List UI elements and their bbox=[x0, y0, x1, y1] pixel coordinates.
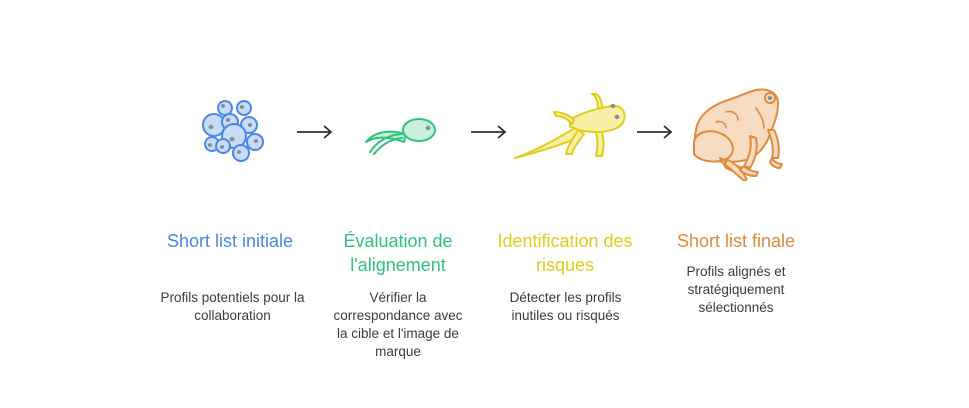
arrow-right-icon bbox=[471, 125, 507, 139]
step-description: Détecter les profils inutiles ou risqués bbox=[509, 290, 622, 323]
step-title: Short list finale bbox=[676, 231, 796, 251]
step-title: Identification des risques bbox=[497, 231, 633, 275]
step-title: Évaluation de l'alignement bbox=[343, 231, 453, 275]
frog-eggs-icon bbox=[202, 100, 264, 162]
step-description: Profils potentiels pour la collaboration bbox=[160, 290, 305, 323]
step-title: Short list initiale bbox=[166, 231, 294, 251]
arrow-right-icon bbox=[637, 125, 673, 139]
arrow-right-icon bbox=[297, 125, 333, 139]
froglet-icon bbox=[514, 93, 626, 159]
step-description: Vérifier la correspondance avec la cible… bbox=[333, 290, 463, 359]
frog-icon bbox=[693, 88, 783, 182]
step-description: Profils alignés et stratégiquement sélec… bbox=[686, 264, 786, 315]
tadpole-icon bbox=[365, 118, 436, 155]
